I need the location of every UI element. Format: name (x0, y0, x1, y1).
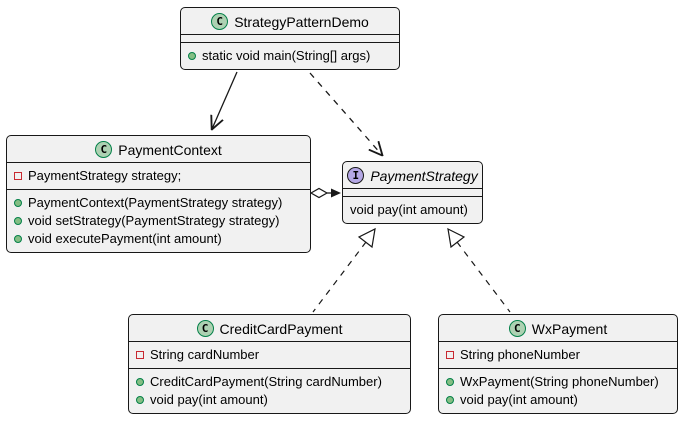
field-signature: PaymentStrategy strategy; (28, 168, 182, 183)
method-signature: CreditCardPayment(String cardNumber) (150, 374, 382, 389)
association-demo-to-context (212, 71, 238, 129)
method-signature: void pay(int amount) (350, 202, 468, 217)
public-method-icon (14, 235, 22, 243)
fields-compartment: String phoneNumber (439, 341, 677, 368)
method-row: PaymentContext(PaymentStrategy strategy) (14, 194, 303, 212)
method-row: WxPayment(String phoneNumber) (446, 373, 670, 391)
private-field-icon (446, 351, 454, 359)
method-row: void pay(int amount) (350, 201, 475, 219)
aggregation-context-to-strategy (309, 187, 341, 199)
public-method-icon (14, 217, 22, 225)
method-signature: WxPayment(String phoneNumber) (460, 374, 659, 389)
method-row: void pay(int amount) (446, 391, 670, 409)
dependency-demo-to-strategy (309, 72, 382, 155)
field-signature: String cardNumber (150, 347, 260, 362)
interface-name: PaymentStrategy (370, 167, 478, 184)
public-method-icon (188, 52, 196, 60)
method-row: void executePayment(int amount) (14, 230, 303, 248)
interface-header: I PaymentStrategy (343, 162, 482, 188)
method-signature: PaymentContext(PaymentStrategy strategy) (28, 195, 283, 210)
public-method-icon (136, 396, 144, 404)
class-box-wxpayment: C WxPayment String phoneNumber WxPayment… (438, 314, 678, 414)
class-name: PaymentContext (118, 141, 222, 158)
class-box-creditcardpayment: C CreditCardPayment String cardNumber Cr… (128, 314, 411, 414)
class-spot-icon: C (211, 13, 229, 30)
class-header: C StrategyPatternDemo (181, 8, 399, 34)
private-field-icon (136, 351, 144, 359)
method-signature: void pay(int amount) (460, 392, 578, 407)
realization-creditcard-to-strategy (312, 227, 376, 313)
class-name: CreditCardPayment (219, 320, 343, 337)
fields-compartment (343, 188, 482, 196)
private-field-icon (14, 172, 22, 180)
interface-spot-icon: I (347, 167, 365, 184)
methods-compartment: void pay(int amount) (343, 196, 482, 223)
public-method-icon (446, 396, 454, 404)
class-box-paymentcontext: C PaymentContext PaymentStrategy strateg… (6, 135, 311, 253)
public-method-icon (136, 378, 144, 386)
field-row: String cardNumber (136, 346, 403, 364)
interface-box-paymentstrategy: I PaymentStrategy void pay(int amount) (342, 161, 483, 224)
class-spot-icon: C (196, 320, 214, 337)
class-name: StrategyPatternDemo (234, 13, 369, 30)
methods-compartment: WxPayment(String phoneNumber) void pay(i… (439, 368, 677, 413)
class-header: C PaymentContext (7, 136, 310, 162)
public-method-icon (446, 378, 454, 386)
method-signature: static void main(String[] args) (202, 48, 371, 63)
method-row: CreditCardPayment(String cardNumber) (136, 373, 403, 391)
methods-compartment: static void main(String[] args) (181, 42, 399, 69)
realization-wxpayment-to-strategy (447, 227, 511, 313)
field-row: PaymentStrategy strategy; (14, 167, 303, 185)
class-spot-icon: C (95, 141, 113, 158)
method-row: void pay(int amount) (136, 391, 403, 409)
field-signature: String phoneNumber (460, 347, 580, 362)
fields-compartment: PaymentStrategy strategy; (7, 162, 310, 189)
method-signature: void pay(int amount) (150, 392, 268, 407)
class-header: C WxPayment (439, 315, 677, 341)
methods-compartment: CreditCardPayment(String cardNumber) voi… (129, 368, 410, 413)
method-row: void setStrategy(PaymentStrategy strateg… (14, 212, 303, 230)
public-method-icon (14, 199, 22, 207)
methods-compartment: PaymentContext(PaymentStrategy strategy)… (7, 189, 310, 252)
class-box-strategypatterndemo: C StrategyPatternDemo static void main(S… (180, 7, 400, 70)
method-signature: void setStrategy(PaymentStrategy strateg… (28, 213, 280, 228)
class-spot-icon: C (508, 320, 526, 337)
field-row: String phoneNumber (446, 346, 670, 364)
class-header: C CreditCardPayment (129, 315, 410, 341)
method-row: static void main(String[] args) (188, 47, 392, 65)
method-signature: void executePayment(int amount) (28, 231, 222, 246)
class-name: WxPayment (531, 320, 608, 337)
fields-compartment: String cardNumber (129, 341, 410, 368)
fields-compartment (181, 34, 399, 42)
